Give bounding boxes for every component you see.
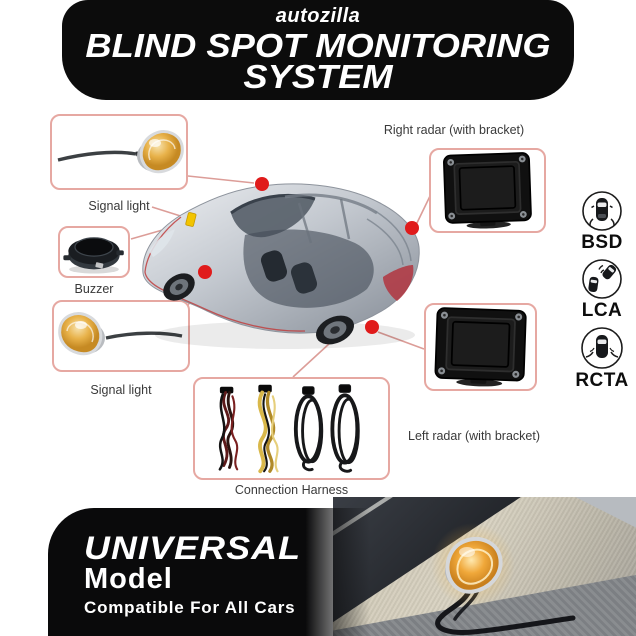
feature-bsd: BSD <box>580 189 624 253</box>
page-title-line2: SYSTEM <box>243 58 393 95</box>
callout-box-harness <box>193 377 390 480</box>
feature-lca-label: LCA <box>581 300 623 321</box>
signal-light-illustration <box>58 312 183 356</box>
rcta-car-icon <box>581 327 623 369</box>
right-radar-label: Right radar (with bracket) <box>383 123 525 137</box>
callout-box-right-radar <box>429 148 546 233</box>
feature-lca: LCA <box>580 257 624 321</box>
feature-icon-column: BSD LCA <box>570 189 634 395</box>
page-title-line1: BLIND SPOT MONITORING <box>85 27 551 64</box>
footer-compatibility: Compatible For All Cars <box>84 598 296 617</box>
signal-light-top-label: Signal light <box>88 199 150 213</box>
footer-universal: UNIVERSAL <box>84 530 302 566</box>
callout-box-left-radar <box>424 303 537 391</box>
lca-cars-icon <box>582 259 622 299</box>
footer-banner: UNIVERSAL Model Compatible For All Cars <box>48 508 370 636</box>
callout-box-signal-light-top <box>50 114 188 190</box>
buzzer-illustration <box>63 237 124 274</box>
brand-logo: autozilla <box>275 5 361 27</box>
feature-rcta-label: RCTA <box>575 370 629 391</box>
radar-module-illustration <box>443 152 532 229</box>
signal-light-illustration <box>57 130 184 174</box>
signal-light-bottom-label: Signal light <box>90 383 152 397</box>
callout-box-buzzer <box>58 226 130 278</box>
header-banner: autozilla BLIND SPOT MONITORING SYSTEM <box>62 0 574 100</box>
footer-model: Model <box>84 563 173 595</box>
feature-bsd-label: BSD <box>581 232 623 253</box>
harness-illustration <box>218 384 360 474</box>
radar-module-illustration <box>434 307 527 387</box>
car-top-view-illustration <box>142 177 420 349</box>
left-radar-label: Left radar (with bracket) <box>408 429 540 443</box>
bsd-car-icon <box>582 191 622 231</box>
mounted-signal-light <box>431 523 576 635</box>
installed-signal-light-photo <box>333 497 636 636</box>
sensor-position-markers <box>198 177 419 334</box>
harness-label: Connection Harness <box>234 483 349 497</box>
callout-box-signal-light-bottom <box>52 300 190 372</box>
dash-indicator-yellow <box>185 212 197 227</box>
buzzer-label: Buzzer <box>74 282 114 296</box>
feature-rcta: RCTA <box>575 325 628 391</box>
